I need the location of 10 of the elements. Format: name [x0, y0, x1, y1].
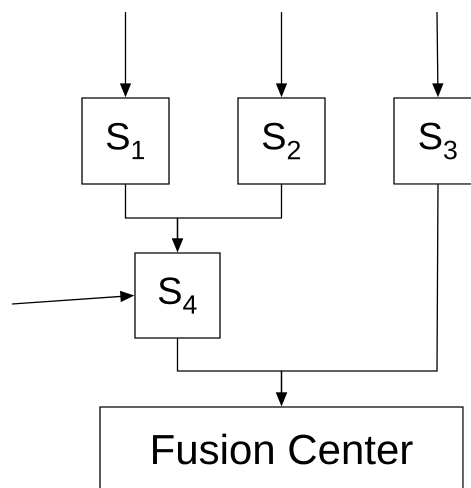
block-box [393, 97, 471, 185]
block-label: Fusion Center [153, 434, 413, 464]
block-label: S$_{3}$ [419, 122, 457, 160]
block-box [134, 252, 221, 339]
block-label: S$_{2}$ [262, 122, 300, 160]
block-label: S$_{4}$ [158, 277, 197, 314]
block-box [237, 97, 326, 185]
block-label: S$_{1}$ [106, 122, 144, 160]
block-box [99, 406, 464, 488]
block-box [81, 97, 170, 185]
